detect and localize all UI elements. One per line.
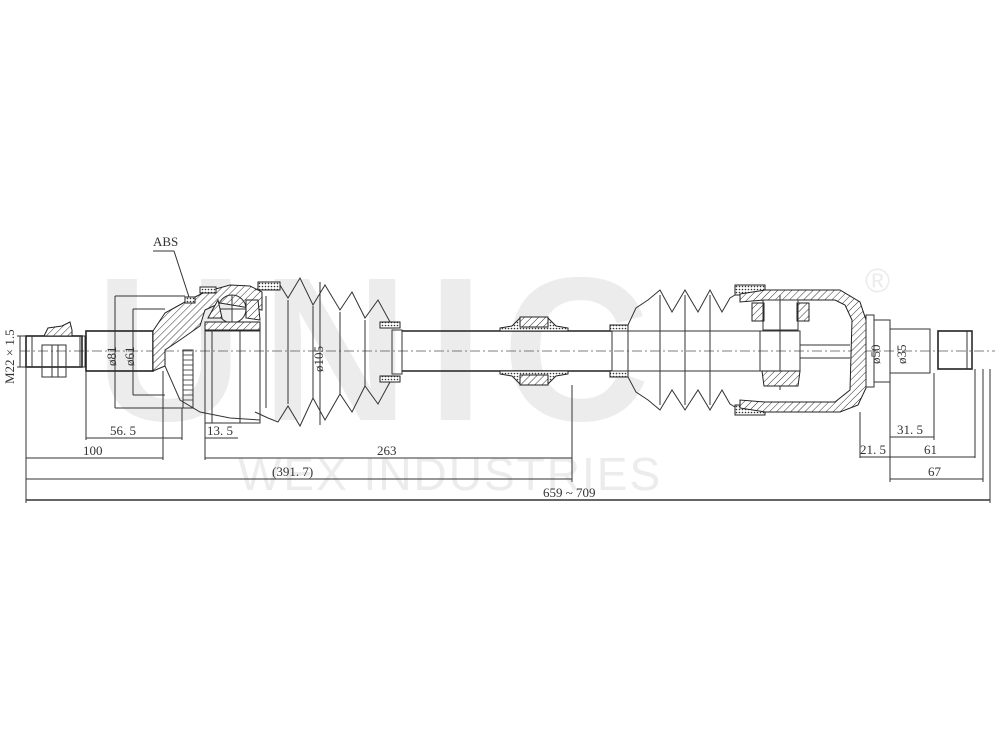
dim-100: 100 — [83, 443, 103, 458]
thread-label: M22 × 1.5 — [2, 329, 17, 384]
dim-61: 61 — [924, 442, 937, 457]
inner-50-label: ø50 — [868, 345, 883, 365]
inner-35-label: ø35 — [894, 345, 909, 365]
dimension-lines — [26, 436, 990, 501]
dim-67: 67 — [928, 464, 942, 479]
dim-263: 263 — [377, 443, 397, 458]
main-shaft — [402, 316, 612, 386]
abs-callout: ABS — [153, 234, 190, 298]
outer-boot: ø105 — [254, 276, 403, 428]
dim-13-5: 13. 5 — [207, 423, 233, 438]
dim-total-length: 659 ~ 709 — [543, 485, 596, 500]
outer-81-label: ø81 — [104, 347, 119, 367]
extension-lines — [25, 367, 991, 503]
outer-cv-joint — [152, 284, 263, 424]
dim-56-5: 56. 5 — [110, 423, 136, 438]
dimension-labels: 56. 5 13. 5 100 263 (391. 7) 659 ~ 709 3… — [83, 422, 942, 500]
watermark: UNIC ® WEX INDUSTRIES — [95, 235, 890, 500]
boot-diameter-label: ø105 — [311, 346, 326, 372]
outer-diameter-dims: ø81 ø61 M22 × 1.5 — [2, 295, 185, 409]
inner-tripod-joint: ø50 ø35 — [739, 289, 973, 413]
outer-61-label: ø61 — [122, 347, 137, 367]
dim-391-7: (391. 7) — [272, 464, 313, 479]
watermark-company: WEX INDUSTRIES — [238, 448, 662, 500]
registered-mark: ® — [865, 262, 890, 300]
dim-31-5: 31. 5 — [897, 422, 923, 437]
abs-label: ABS — [153, 234, 178, 249]
dim-21-5: 21. 5 — [860, 442, 886, 457]
watermark-logo: UNIC — [95, 235, 668, 464]
